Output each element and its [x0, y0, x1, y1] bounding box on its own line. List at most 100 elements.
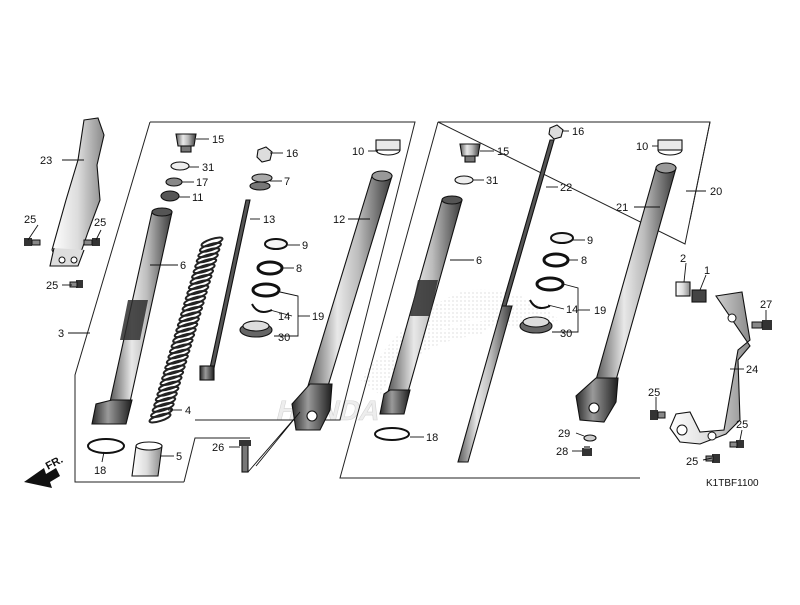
spring-coil: [156, 385, 180, 397]
cap-bolt-15-right: [459, 143, 481, 163]
leader-lines: [27, 130, 767, 463]
spring-coil: [187, 279, 211, 291]
clip-14-left: [251, 303, 273, 313]
spring-coil: [167, 348, 191, 360]
callout-3: 3: [58, 328, 64, 340]
callout-30: 30: [278, 332, 290, 344]
callout-13: 13: [263, 214, 275, 226]
seal-19-left: [251, 282, 281, 298]
spring-coil: [151, 401, 175, 413]
bolt-25-right-a: [650, 410, 666, 420]
spring-coil: [191, 268, 215, 280]
bolt-25-right-b: [729, 440, 744, 448]
fork-spring-4: [148, 236, 224, 424]
callout-18: 18: [426, 432, 438, 444]
damper-rod-22: [457, 139, 555, 463]
callout-16: 16: [572, 126, 584, 138]
callout-12: 12: [333, 214, 345, 226]
fork-guard-left: [49, 117, 105, 267]
damper-rod-13: [199, 199, 251, 381]
callout-14: 14: [278, 311, 290, 323]
bushing-9-left: [264, 238, 288, 250]
callout-31: 31: [486, 175, 498, 187]
callout-31: 31: [202, 162, 214, 174]
callout-16: 16: [286, 148, 298, 160]
washer-31-left: [170, 161, 190, 171]
collar-5: [131, 441, 163, 477]
callout-19: 19: [594, 305, 606, 317]
callout-9: 9: [587, 235, 593, 247]
callout-25: 25: [648, 387, 660, 399]
washer-29: [583, 434, 597, 442]
bushing-9-right: [550, 232, 574, 244]
callout-9: 9: [302, 240, 308, 252]
bolt-26: [239, 440, 251, 473]
callout-1: 1: [704, 265, 710, 277]
spring-coil: [197, 247, 221, 259]
spring-coil: [168, 343, 192, 355]
bolt-25-left-b: [83, 238, 100, 246]
part-7: [249, 173, 273, 191]
inner-tube-left: [291, 170, 393, 431]
spring-coil: [161, 369, 185, 381]
fork-guard-right: [669, 291, 751, 445]
spring-coil: [180, 305, 204, 317]
spring-coil: [165, 353, 189, 365]
callout-25: 25: [46, 280, 58, 292]
callout-28: 28: [556, 446, 568, 458]
callout-15: 15: [212, 134, 224, 146]
spring-coil: [154, 391, 178, 403]
callout-labels: 23 25 25 25 3 6 18 5 15 31 17 11 4 16 7 …: [24, 126, 772, 477]
o-ring-18-right: [374, 427, 410, 441]
clamp-10-right: [657, 139, 683, 156]
spring-coil: [189, 273, 213, 285]
spring-coil: [170, 337, 194, 349]
spring-coil: [148, 412, 172, 424]
nut-16-right: [548, 124, 564, 140]
front-direction-arrow: FR.: [24, 454, 65, 488]
clamp-10-left: [375, 139, 401, 156]
callout-6: 6: [476, 255, 482, 267]
clip-14-right: [529, 299, 551, 309]
callout-25: 25: [686, 456, 698, 468]
diagram-code: K1TBF1100: [706, 478, 759, 489]
spring-coil: [186, 284, 210, 296]
bolt-28: [582, 446, 592, 456]
cap-bolt-15-left: [175, 133, 197, 153]
callout-27: 27: [760, 299, 772, 311]
callout-25: 25: [736, 419, 748, 431]
dust-seal-30-right: [519, 316, 553, 334]
spring-coil: [159, 375, 183, 387]
spring-coil: [153, 396, 177, 408]
callout-8: 8: [296, 263, 302, 275]
spring-coil: [157, 380, 181, 392]
part-17: [165, 177, 183, 187]
callout-5: 5: [176, 451, 182, 463]
slider-tube-left: [91, 207, 173, 425]
nut-16-left: [256, 146, 273, 163]
callout-25: 25: [94, 217, 106, 229]
callout-15: 15: [497, 146, 509, 158]
callout-6: 6: [180, 260, 186, 272]
spring-coil: [175, 321, 199, 333]
washer-31-right: [454, 175, 474, 185]
spring-coil: [194, 257, 218, 269]
spring-coil: [184, 289, 208, 301]
right-assembly-frame: [339, 121, 711, 479]
spring-coil: [178, 311, 202, 323]
spring-coil: [172, 332, 196, 344]
callout-24: 24: [746, 364, 758, 376]
spring-coil: [183, 295, 207, 307]
callout-26: 26: [212, 442, 224, 454]
washer-8-right: [542, 252, 570, 268]
spring-coil: [198, 241, 222, 253]
slider-tube-right: [379, 195, 463, 415]
dust-seal-30-left: [239, 320, 273, 338]
callout-21: 21: [616, 202, 628, 214]
spring-coil: [162, 364, 186, 376]
callout-20: 20: [710, 186, 722, 198]
clip-1: [691, 289, 707, 303]
callout-10: 10: [352, 146, 364, 158]
callout-11: 11: [192, 192, 203, 204]
